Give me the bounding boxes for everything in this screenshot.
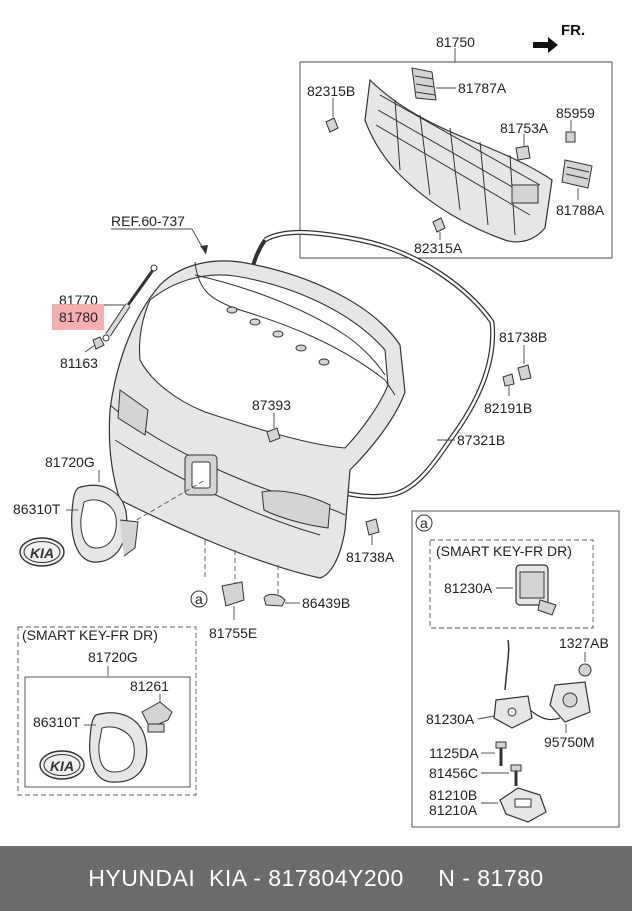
smart-key-latch-box: [429, 539, 594, 629]
label-81738A: 81738A: [346, 549, 395, 565]
latch-detail-box: [411, 510, 620, 828]
nut-1327AB: [578, 663, 592, 677]
striker-81210: [499, 787, 547, 823]
orientation-label: FR.: [561, 22, 585, 39]
label-82191B: 82191B: [484, 400, 532, 416]
label-81720G-smart: 81720G: [88, 649, 138, 665]
label-85959: 85959: [556, 105, 595, 121]
label-86310T-smart: 86310T: [33, 714, 81, 730]
label-81210A: 81210A: [429, 802, 478, 818]
label-95750M: 95750M: [544, 734, 595, 750]
label-81230A: 81230A: [426, 711, 475, 727]
label-81720G: 81720G: [45, 454, 95, 470]
label-81230A-smart: 81230A: [444, 580, 493, 596]
label-81163: 81163: [60, 355, 98, 371]
handle-garnish-81720G: [71, 484, 139, 563]
detail-circle-label: a: [420, 515, 428, 531]
kia-emblem-smart: KIA: [39, 750, 85, 780]
bumper-81738A: [365, 518, 380, 536]
emblem-text-smart: KIA: [50, 758, 74, 774]
switch-81261: [141, 701, 173, 733]
clip-82315B: [325, 117, 339, 133]
bumper-81738B: [517, 364, 532, 381]
label-87321B: 87321B: [457, 432, 505, 448]
clip-86439B: [263, 593, 286, 607]
circle-marker-label: a: [195, 591, 203, 607]
label-81753A: 81753A: [500, 120, 549, 136]
clip-85959: [565, 131, 576, 143]
tailgate-body: [108, 260, 406, 579]
tailgate-exploded-diagram: FR. 81750 81787A 82315B 85959 81753A 817…: [13, 22, 620, 828]
gas-strut-81780: [102, 264, 158, 342]
vent-81787A: [411, 67, 437, 101]
kia-emblem: KIA: [19, 537, 65, 567]
emblem-text: KIA: [30, 545, 54, 561]
bolt-81163: [92, 336, 105, 350]
clip-82191B: [502, 373, 515, 387]
handle-garnish-smart-key: [89, 712, 148, 783]
label-86439B: 86439B: [302, 595, 350, 611]
clip-82315A: [432, 217, 446, 233]
part-number-footer: HYUNDAI KIA - 817804Y200 N - 81780: [0, 846, 632, 911]
reference-label: REF.60-737: [111, 213, 185, 229]
label-1327AB: 1327AB: [559, 635, 609, 651]
label-82315B: 82315B: [307, 83, 355, 99]
label-1125DA: 1125DA: [429, 745, 479, 761]
latch-81230A: [493, 695, 533, 729]
vent-81788A: [561, 159, 593, 189]
label-81456C: 81456C: [429, 765, 478, 781]
clip-87393: [266, 427, 281, 443]
label-81261: 81261: [130, 678, 169, 694]
label-82315A: 82315A: [414, 240, 463, 256]
label-81780: 81780: [59, 309, 98, 325]
bracket-81753A: [515, 145, 531, 161]
label-81750: 81750: [436, 34, 475, 50]
label-81738B: 81738B: [499, 329, 547, 345]
footer-text: HYUNDAI KIA - 817804Y200 N - 81780: [88, 865, 544, 891]
label-81755E: 81755E: [209, 625, 257, 641]
bolt-1125DA: [495, 741, 507, 766]
latch-81230A-smart: [515, 564, 557, 616]
bracket-81755E: [221, 581, 245, 607]
smart-key-label-right: (SMART KEY-FR DR): [436, 543, 572, 559]
trim-panel-group-box: [299, 61, 613, 259]
reference-circle-a: [190, 590, 208, 608]
bolt-81456C: [510, 764, 522, 786]
label-81788A: 81788A: [556, 202, 605, 218]
smart-key-label-left: (SMART KEY-FR DR): [22, 627, 158, 643]
highlighted-part-marker: [52, 304, 104, 330]
label-81210B: 81210B: [429, 787, 477, 803]
tailgate-trim-panel: [364, 78, 553, 243]
label-86310T: 86310T: [13, 501, 61, 517]
front-direction-arrow-icon: [533, 37, 558, 53]
label-81787A: 81787A: [458, 80, 507, 96]
actuator-95750M: [549, 681, 591, 723]
label-87393: 87393: [252, 397, 291, 413]
smart-key-garnish-box: [17, 626, 197, 796]
